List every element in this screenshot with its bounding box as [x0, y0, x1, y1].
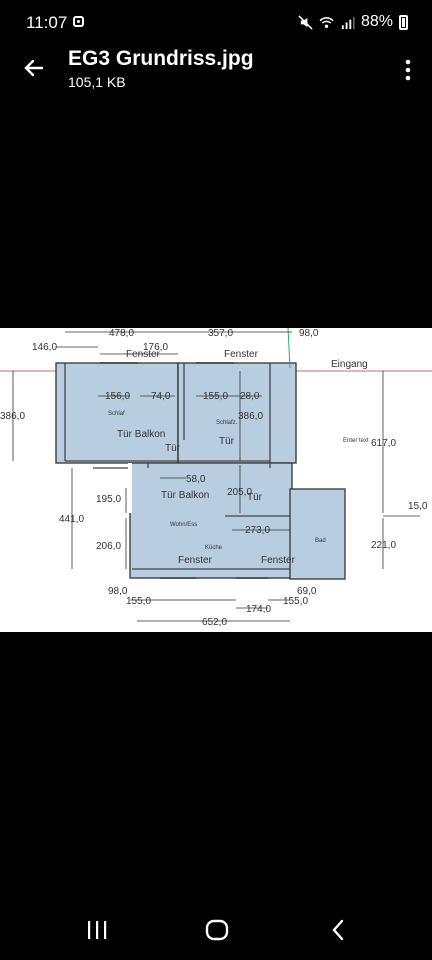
more-options-icon[interactable] — [402, 58, 414, 82]
dim-386-a: 386,0 — [0, 411, 25, 422]
system-nav-bar — [0, 900, 432, 960]
label-tuer-balkon-1: Tür Balkon — [117, 429, 165, 440]
floor-plan-drawing: 478,0 357,0 98,0 146,0 176,0 156,0 74,0 … — [0, 327, 432, 628]
dim-652: 652,0 — [202, 617, 227, 628]
dim-69: 69,0 — [297, 586, 317, 597]
label-tuer-balkon-2: Tür Balkon — [161, 490, 209, 501]
dim-155-c: 155,0 — [283, 596, 308, 607]
status-bar: 11:07 88% — [0, 0, 432, 46]
dim-273: 273,0 — [245, 525, 270, 536]
dim-155-a: 155,0 — [203, 391, 228, 402]
status-time: 11:07 — [26, 13, 68, 32]
dim-156: 156,0 — [105, 391, 130, 402]
dim-74: 74,0 — [151, 391, 171, 402]
label-enter-text: Enter text — [343, 438, 369, 444]
battery-percent: 88% — [360, 13, 393, 30]
dim-15: 15,0 — [408, 501, 428, 512]
dim-174: 174,0 — [246, 604, 271, 615]
back-button[interactable] — [318, 912, 358, 948]
recent-apps-icon — [88, 921, 107, 939]
label-tuer-2: Tür — [165, 443, 181, 454]
signal-icon — [341, 16, 355, 29]
app-bar: EG3 Grundriss.jpg 105,1 KB — [0, 46, 432, 98]
wifi-icon — [319, 16, 334, 28]
dim-155-b: 155,0 — [126, 596, 151, 607]
label-tuer-3: Tür — [247, 492, 263, 503]
label-fenster-2: Fenster — [224, 349, 259, 360]
dim-478: 478,0 — [109, 328, 134, 339]
label-wohn-ess: Wohn/Ess — [170, 522, 197, 528]
label-bad: Bad — [315, 538, 326, 544]
dim-206: 206,0 — [96, 541, 121, 552]
home-icon — [205, 919, 229, 941]
dim-176: 176,0 — [143, 342, 168, 353]
back-arrow-icon[interactable] — [22, 56, 46, 80]
dim-617: 617,0 — [371, 438, 396, 449]
file-size: 105,1 KB — [68, 74, 126, 90]
dim-386-b: 386,0 — [238, 411, 263, 422]
status-icons: 88% — [298, 13, 408, 31]
dim-195: 195,0 — [96, 494, 121, 505]
back-chevron-icon — [332, 919, 344, 941]
dim-221: 221,0 — [371, 540, 396, 551]
dim-28: 28,0 — [240, 391, 260, 402]
label-tuer-1: Tür — [219, 436, 235, 447]
dim-146: 146,0 — [32, 342, 57, 353]
battery-icon — [399, 14, 408, 30]
home-button[interactable] — [197, 912, 237, 948]
label-schlaf-2: Schlafz. — [216, 420, 238, 426]
dim-357: 357,0 — [208, 328, 233, 339]
label-fenster-4: Fenster — [261, 555, 296, 566]
label-schlaf-1: Schlaf — [108, 411, 125, 417]
dim-58: 58,0 — [186, 474, 206, 485]
recent-apps-button[interactable] — [77, 912, 117, 948]
dim-205: 205,0 — [227, 487, 252, 498]
label-eingang: Eingang — [331, 359, 368, 370]
dim-441: 441,0 — [59, 514, 84, 525]
dim-98-bottom: 98,0 — [108, 586, 128, 597]
label-kueche: Küche — [205, 545, 223, 551]
dim-98-top: 98,0 — [299, 328, 319, 339]
file-title: EG3 Grundriss.jpg — [68, 47, 254, 70]
notification-icon — [73, 16, 84, 27]
label-fenster-3: Fenster — [178, 555, 213, 566]
mute-icon — [298, 14, 313, 30]
label-fenster-1: Fenster — [126, 349, 161, 360]
floor-plan-image[interactable]: 478,0 357,0 98,0 146,0 176,0 156,0 74,0 … — [0, 327, 432, 632]
